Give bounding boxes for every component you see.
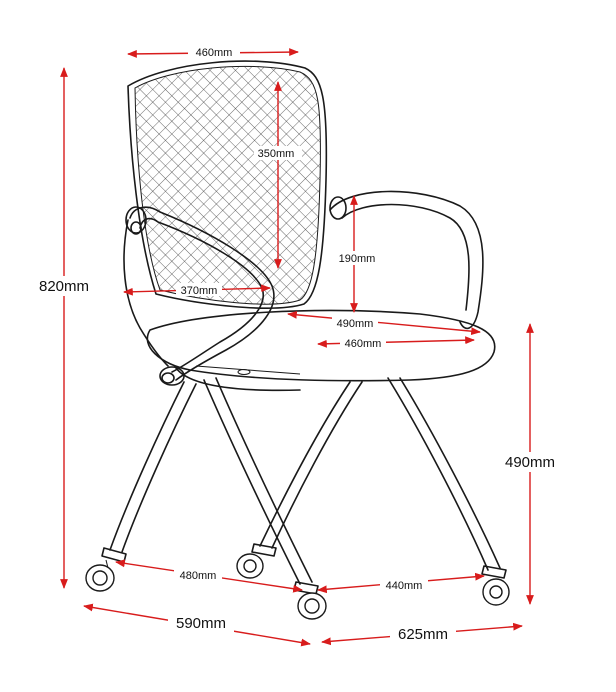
- label-arm-height: 190mm: [339, 253, 376, 265]
- label-overall-depth: 625mm: [398, 626, 448, 643]
- label-back-width: 460mm: [196, 47, 233, 59]
- dimension-annotations: 460mm 350mm 190mm 370mm 490mm: [28, 45, 560, 647]
- chair-legs: [101, 377, 507, 595]
- caster-rear-right: [482, 578, 510, 606]
- dimension-overall-depth: 625mm: [321, 622, 523, 646]
- caster-rear-left: [236, 553, 264, 579]
- dimension-overall-height: 820mm: [28, 67, 100, 589]
- dimension-arm-height: 190mm: [334, 195, 380, 313]
- chair-illustration: [85, 60, 510, 620]
- armrest-left: [123, 206, 275, 386]
- chair-seat: [146, 309, 496, 392]
- dimension-inner-arm-width: 370mm: [123, 283, 271, 297]
- label-base-front-span: 480mm: [180, 570, 217, 582]
- label-back-height: 350mm: [258, 148, 295, 160]
- chair-casters: [85, 553, 510, 620]
- label-inner-arm-width: 370mm: [181, 285, 218, 297]
- label-overall-width: 590mm: [176, 615, 226, 632]
- dimension-seat-width: 490mm: [287, 310, 481, 336]
- dimension-seat-height: 490mm: [500, 323, 560, 605]
- dimension-seat-depth: 460mm: [317, 336, 475, 350]
- label-seat-height: 490mm: [505, 454, 555, 471]
- label-seat-depth: 460mm: [345, 338, 382, 350]
- caster-front-center: [297, 592, 327, 620]
- chair-back: [127, 60, 328, 309]
- dimension-back-height: 350mm: [254, 81, 302, 269]
- label-seat-width: 490mm: [337, 318, 374, 330]
- dimension-overall-width: 590mm: [83, 603, 311, 647]
- dimension-base-front-span: 480mm: [115, 559, 303, 593]
- label-base-side-span: 440mm: [386, 580, 423, 592]
- label-overall-height: 820mm: [39, 278, 89, 295]
- caster-front-left: [85, 559, 115, 592]
- dimension-base-side-span: 440mm: [317, 572, 485, 594]
- dimension-back-width: 460mm: [127, 45, 299, 59]
